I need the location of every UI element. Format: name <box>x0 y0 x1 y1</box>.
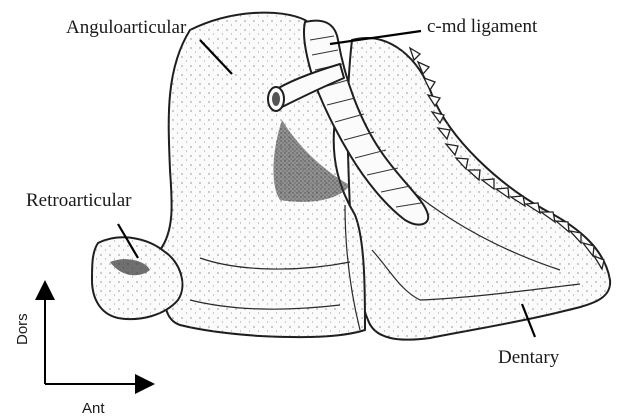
label-dentary: Dentary <box>498 347 560 368</box>
label-cmd-ligament: c-md ligament <box>427 16 538 37</box>
label-retroarticular: Retroarticular <box>26 190 132 211</box>
axis-label-dors: Dors <box>14 313 31 345</box>
label-anguloarticular: Anguloarticular <box>66 17 187 38</box>
axis-label-ant: Ant <box>82 400 105 417</box>
